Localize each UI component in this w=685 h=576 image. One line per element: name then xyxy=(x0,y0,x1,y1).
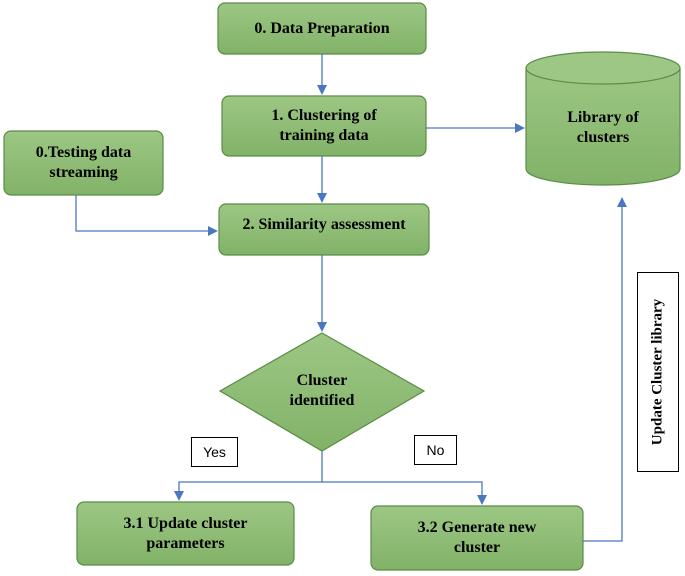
library-cylinder xyxy=(525,51,681,186)
no-label: No xyxy=(414,435,457,465)
similarity-box xyxy=(218,203,430,256)
yes-label: Yes xyxy=(191,437,238,467)
update-library-box: Update Cluster library xyxy=(637,272,679,472)
update-params-box xyxy=(76,501,295,566)
arrow-decision-to-update xyxy=(174,451,323,501)
update-params-label: 3.1 Update cluster parameters xyxy=(123,514,248,552)
decision-label: Cluster identified xyxy=(289,372,355,409)
update-library-label: Update Cluster library xyxy=(649,298,666,446)
similarity-label: 2. Similarity assessment xyxy=(242,216,406,233)
data-preparation-label: 0. Data Preparation xyxy=(254,19,390,37)
arrow-testing-to-similarity xyxy=(75,195,218,236)
clustering-label: 1. Clustering of training data xyxy=(271,107,377,144)
clustering-box xyxy=(221,95,427,157)
testing-data-label: 0.Testing data streaming xyxy=(35,144,132,181)
library-label: Library of clusters xyxy=(567,109,639,146)
testing-data-box xyxy=(3,130,164,196)
arrow-generate-to-library xyxy=(583,197,627,542)
generate-new-label: 3.2 Generate new cluster xyxy=(417,519,537,556)
generate-new-box xyxy=(370,505,584,571)
arrow-decision-to-generate xyxy=(322,481,487,505)
